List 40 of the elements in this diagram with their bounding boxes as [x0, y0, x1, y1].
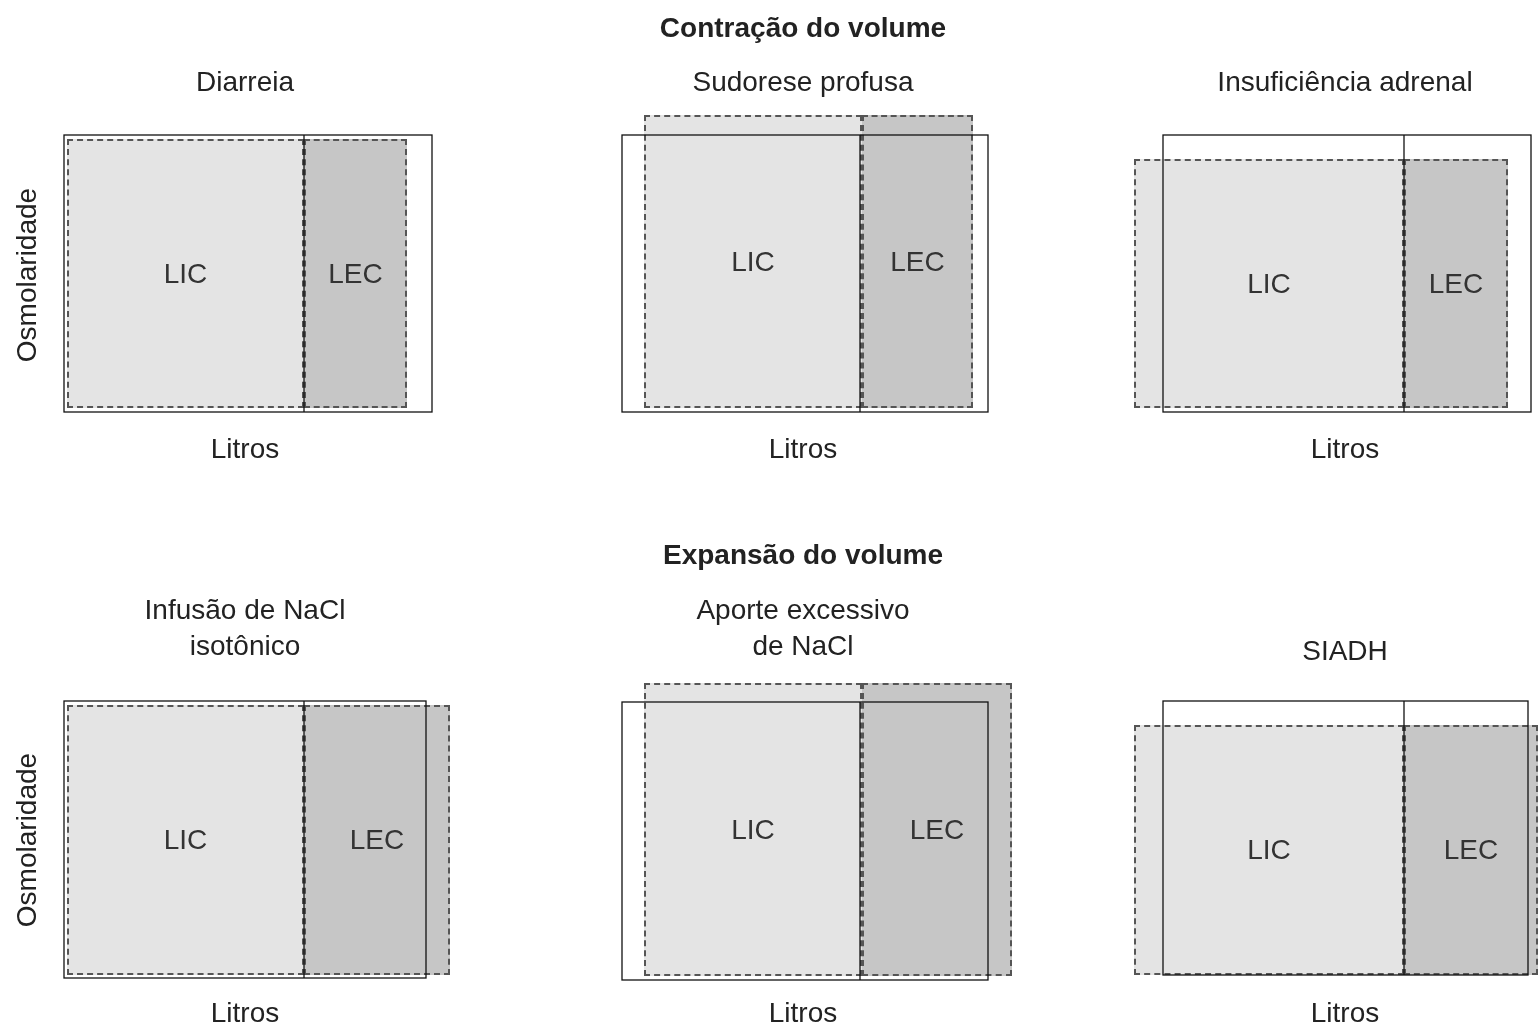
- intracellular-compartment: [644, 683, 862, 976]
- intracellular-compartment: [1134, 725, 1404, 975]
- compartment-label: LEC: [328, 256, 383, 291]
- compartment-label: LEC: [1428, 266, 1484, 301]
- axis-label: Osmolaridade: [10, 187, 43, 363]
- compartment-label: LEC: [890, 244, 945, 279]
- panel-title: SIADH: [1301, 634, 1389, 668]
- section-heading: Contração do volume: [659, 11, 947, 45]
- extracellular-compartment: [862, 115, 973, 408]
- extracellular-compartment: [304, 139, 407, 408]
- panel-title: Aporte excessivo de NaCl: [695, 593, 911, 663]
- section-heading: Expansão do volume: [662, 538, 944, 572]
- compartment-label: LIC: [1247, 266, 1291, 301]
- intracellular-compartment: [67, 139, 304, 408]
- axis-label: Litros: [768, 432, 838, 466]
- axis-label: Litros: [1310, 432, 1380, 466]
- compartment-label: LIC: [1247, 833, 1291, 867]
- panel-title: Infusão de NaCl isotônico: [143, 593, 347, 663]
- panel-title: Insuficiência adrenal: [1216, 65, 1474, 99]
- compartment-label: LIC: [163, 256, 208, 291]
- compartment-label: LIC: [731, 812, 775, 847]
- panel-title: Diarreia: [195, 65, 295, 99]
- extracellular-compartment: [1404, 725, 1538, 975]
- intracellular-compartment: [644, 115, 862, 408]
- axis-label: Litros: [1310, 996, 1380, 1030]
- axis-label: Litros: [210, 996, 280, 1030]
- axis-label: Litros: [210, 432, 280, 466]
- compartment-label: LEC: [349, 823, 405, 857]
- intracellular-compartment: [67, 705, 304, 975]
- compartment-label: LIC: [731, 244, 775, 279]
- intracellular-compartment: [1134, 159, 1404, 408]
- axis-label: Osmolaridade: [10, 752, 43, 928]
- compartment-label: LEC: [1443, 833, 1499, 867]
- compartment-label: LEC: [909, 812, 965, 847]
- axis-label: Litros: [768, 996, 838, 1030]
- panel-title: Sudorese profusa: [691, 65, 915, 99]
- extracellular-compartment: [1404, 159, 1508, 408]
- compartment-label: LIC: [163, 823, 208, 857]
- extracellular-compartment: [304, 705, 450, 975]
- extracellular-compartment: [862, 683, 1012, 976]
